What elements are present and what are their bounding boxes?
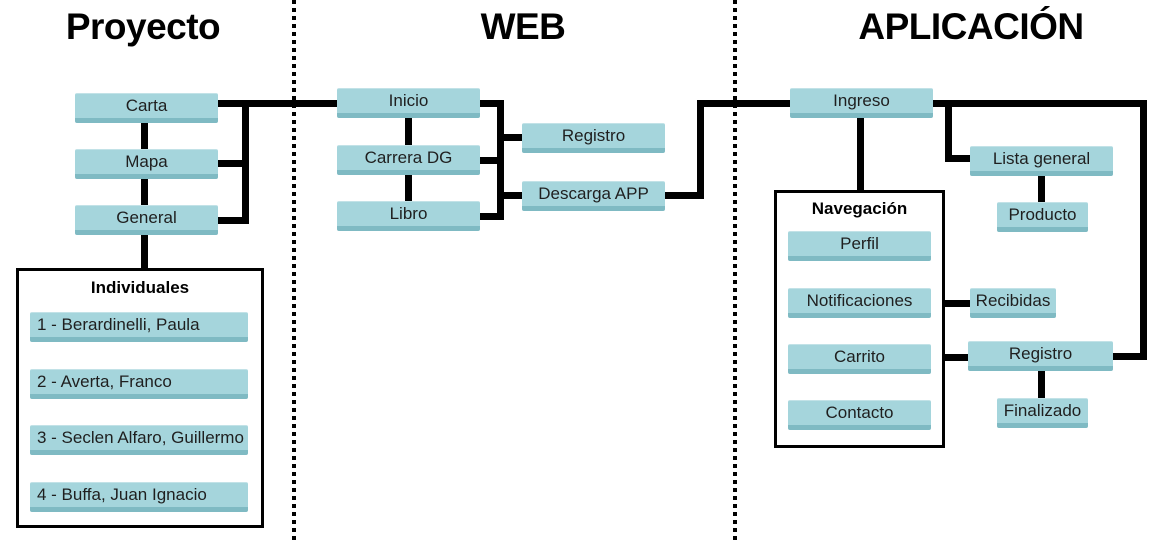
node-finalizado: Finalizado	[997, 398, 1088, 428]
node-inicio: Inicio	[337, 88, 480, 118]
section-title-aplicacion: APLICACIÓN	[858, 6, 1084, 47]
connector-general-individuales	[141, 235, 148, 268]
connector-carrera-bracket	[480, 157, 504, 164]
connector-carta-inicio	[218, 100, 337, 107]
node-individual-1: 1 - Berardinelli, Paula	[30, 312, 248, 342]
connector-general-bracket	[218, 217, 249, 224]
node-registro-app: Registro	[968, 341, 1113, 371]
connector-right-drop	[1140, 100, 1147, 360]
connector-descarga-riser	[665, 192, 704, 199]
connector-inicio-bracket	[480, 100, 504, 107]
group-individuales: Individuales 1 - Berardinelli, Paula 2 -…	[16, 268, 264, 528]
connector-carrito-registro-app	[933, 354, 968, 361]
node-descarga-app: Descarga APP	[522, 181, 665, 211]
divider-web-aplicacion	[733, 0, 737, 543]
connector-notificaciones-recibidas	[933, 300, 970, 307]
node-mapa: Mapa	[75, 149, 218, 179]
connector-registro-finalizado	[1038, 371, 1045, 398]
node-contacto: Contacto	[788, 400, 931, 430]
connector-branch-lista-stub	[945, 155, 970, 162]
group-navegacion-title: Navegación	[811, 199, 908, 218]
connector-drop-registro-app	[1113, 353, 1147, 360]
connector-riser-ingreso	[697, 100, 790, 107]
group-individuales-title: Individuales	[90, 278, 190, 297]
divider-proyecto-web	[292, 0, 296, 543]
node-general: General	[75, 205, 218, 235]
node-individual-2: 2 - Averta, Franco	[30, 369, 248, 399]
connector-carrera-libro	[405, 175, 412, 201]
node-registro-web: Registro	[522, 123, 665, 153]
node-individual-4: 4 - Buffa, Juan Ignacio	[30, 482, 248, 512]
connector-riser-vertical	[697, 100, 704, 199]
connector-ingreso-navegacion	[857, 118, 864, 190]
node-carrito: Carrito	[788, 344, 931, 374]
node-perfil: Perfil	[788, 231, 931, 261]
node-notificaciones: Notificaciones	[788, 288, 931, 318]
node-recibidas: Recibidas	[970, 288, 1056, 318]
node-libro: Libro	[337, 201, 480, 231]
node-carta: Carta	[75, 93, 218, 123]
node-ingreso: Ingreso	[790, 88, 933, 118]
group-navegacion: Navegación Perfil Notificaciones Carrito…	[774, 190, 945, 448]
node-individual-3: 3 - Seclen Alfaro, Guillermo	[30, 425, 248, 455]
connector-libro-bracket	[480, 213, 504, 220]
connector-carta-mapa	[141, 123, 148, 149]
node-producto: Producto	[997, 202, 1088, 232]
connector-ingreso-right	[933, 100, 1147, 107]
connector-mapa-bracket	[218, 160, 249, 167]
connector-bracket-descarga	[497, 192, 522, 199]
connector-branch-lista	[945, 100, 952, 162]
connector-inicio-carrera	[405, 118, 412, 145]
connector-mapa-general	[141, 179, 148, 205]
connector-bracket-registro-web	[497, 134, 522, 141]
node-lista-general: Lista general	[970, 146, 1113, 176]
connector-lista-producto	[1038, 176, 1045, 202]
section-title-web: WEB	[480, 6, 566, 47]
node-carrera-dg: Carrera DG	[337, 145, 480, 175]
section-title-proyecto: Proyecto	[65, 6, 221, 47]
